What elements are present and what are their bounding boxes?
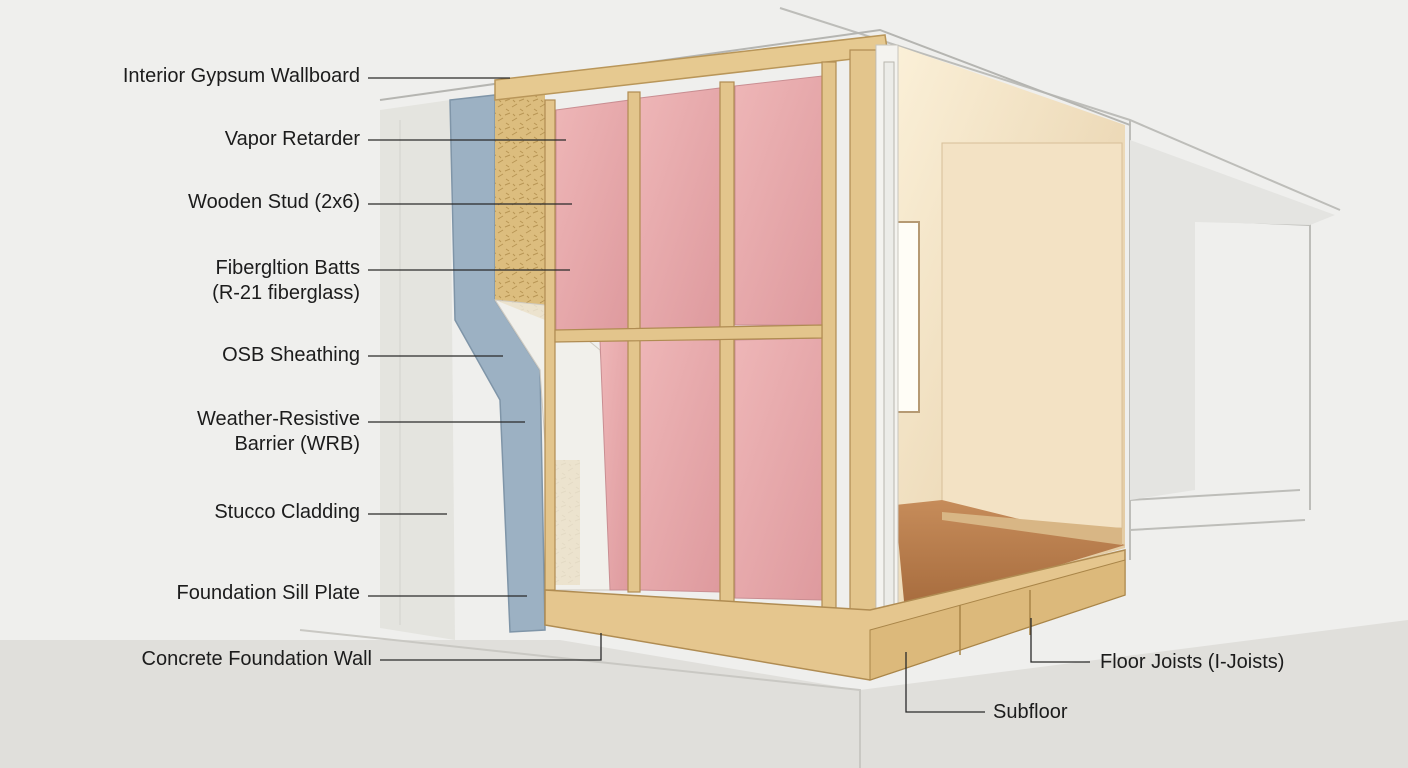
wooden-studs [544, 49, 877, 621]
label-stucco-cladding: Stucco Cladding [80, 500, 360, 525]
label-interior-gypsum-wallboard: Interior Gypsum Wallboard [80, 64, 360, 89]
floor-joist-lines [959, 590, 1031, 655]
label-vapor-retarder: Vapor Retarder [80, 127, 360, 152]
porch-wall [1130, 140, 1335, 500]
label-wooden-stud: Wooden Stud (2x6) [80, 190, 360, 215]
leader-floor-joists [1030, 618, 1090, 663]
leader-lines [368, 77, 1090, 713]
foundation-edge [299, 629, 861, 768]
label-foundation-sill-plate: Foundation Sill Plate [80, 581, 360, 606]
label-subfloor: Subfloor [993, 700, 1133, 725]
label-fiberglass-batts-line2: (R-21 fiberglass) [212, 282, 360, 304]
interior-floor [895, 500, 1125, 612]
label-concrete-foundation-wall-text: Concrete Foundation Wall [141, 648, 373, 670]
label-wrb-line2: Barrier (WRB) [234, 433, 360, 455]
interior-window [896, 221, 920, 413]
label-wrb-line1: Weather-Resistive [196, 408, 360, 430]
label-osb-sheathing: OSB Sheathing [80, 343, 360, 368]
label-foundation-sill-plate-text: Foundation Sill Plate [176, 582, 360, 604]
label-stucco-cladding-text: Stucco Cladding [214, 501, 360, 523]
subfloor-shape [869, 559, 1126, 681]
label-vapor-retarder-text: Vapor Retarder [224, 128, 360, 150]
leader-subfloor [905, 652, 985, 713]
label-subfloor-text: Subfloor [993, 701, 1068, 723]
interior-partition-wall [941, 142, 1123, 529]
label-concrete-foundation-wall: Concrete Foundation Wall [80, 647, 373, 672]
concrete-foundation-wall-shape [0, 620, 1408, 768]
label-osb-sheathing-text: OSB Sheathing [222, 344, 360, 366]
label-wrb: Weather-Resistive Barrier (WRB) [80, 407, 360, 457]
label-floor-joists: Floor Joists (I-Joists) [1100, 650, 1340, 675]
stucco-cladding-shape [380, 100, 455, 640]
label-wooden-stud-text: Wooden Stud (2x6) [188, 191, 360, 213]
insulation-batts [555, 75, 823, 601]
label-fiberglass-batts: Fibergltion Batts (R-21 fiberglass) [80, 256, 360, 306]
leader-concrete-foundation [380, 633, 602, 661]
label-floor-joists-text: Floor Joists (I-Joists) [1100, 651, 1285, 673]
osb-sheathing-shape [495, 92, 545, 320]
label-interior-gypsum-wallboard-text: Interior Gypsum Wallboard [122, 65, 360, 87]
label-fiberglass-batts-line1: Fibergltion Batts [215, 257, 360, 279]
baseboard [942, 512, 1122, 545]
